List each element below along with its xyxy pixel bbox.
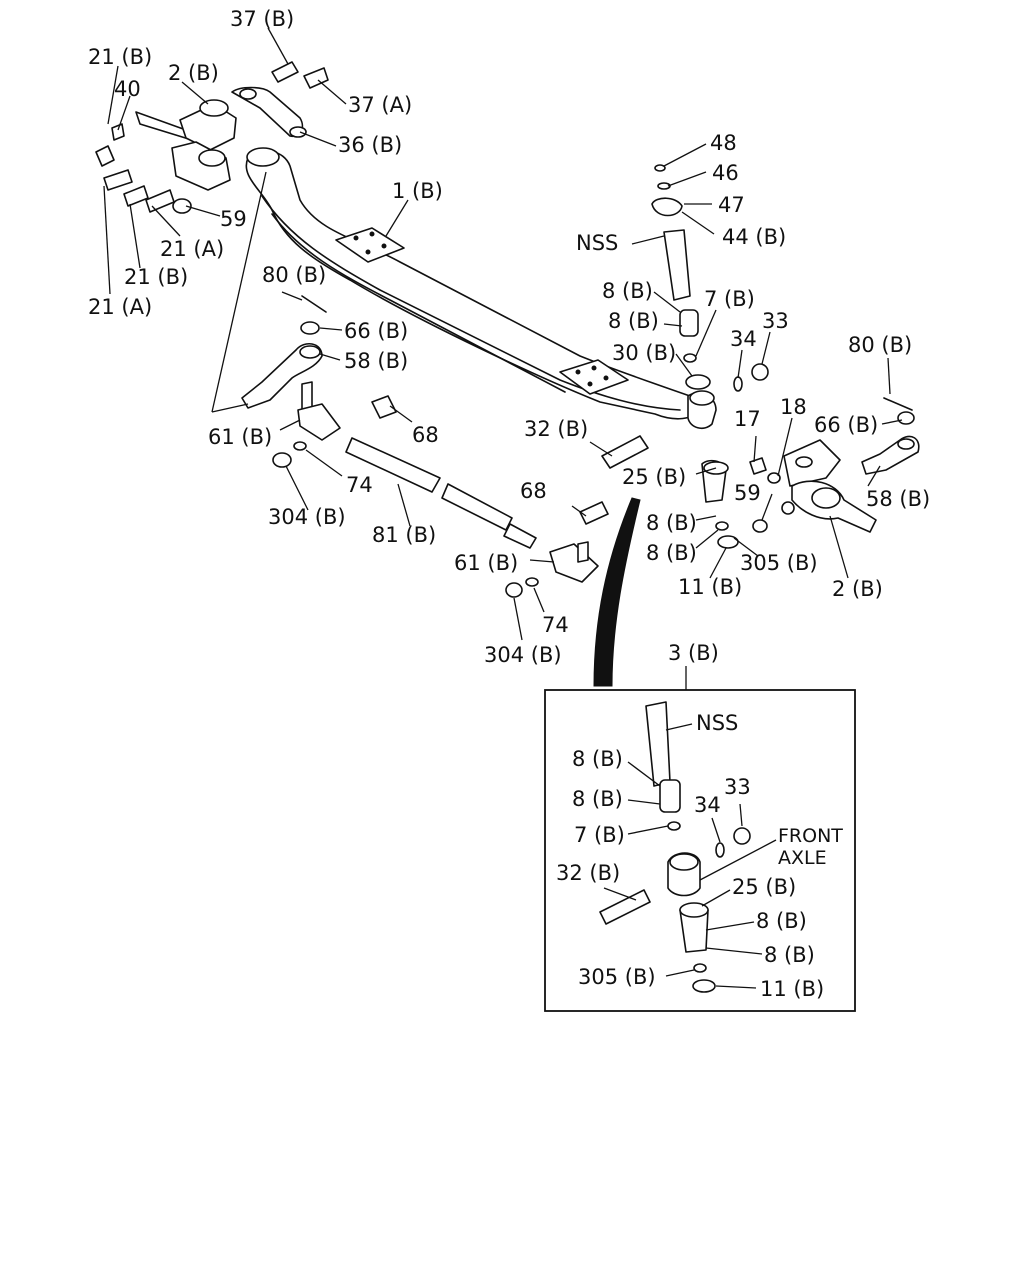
right-tie-rod-end [505,501,609,598]
callout-36b: 36 (B) [338,133,402,157]
callout-305b: 305 (B) [740,551,818,575]
inset-callout-8b-2: 8 (B) [572,787,623,811]
tie-rod [345,437,537,549]
inset-callout-305b: 305 (B) [578,965,656,989]
right-steering-knuckle [749,439,877,533]
inset-callout-8b-4: 8 (B) [764,943,815,967]
callout-1b: 1 (B) [392,179,443,203]
inset-labels: 3 (B) NSS 8 (B) 8 (B) 34 33 7 (B) FRONT … [556,641,843,1001]
callout-8b-b: 8 (B) [608,309,659,333]
callout-8b-c: 8 (B) [646,511,697,535]
inset-callout-7b: 7 (B) [574,823,625,847]
callout-48: 48 [710,131,737,155]
callout-59-top: 59 [220,207,247,231]
inset-front-label: FRONT [778,825,843,847]
callout-44b: 44 (B) [722,225,786,249]
inset-callout-32b: 32 (B) [556,861,620,885]
callout-304b-right: 304 (B) [484,643,562,667]
callout-58b-right: 58 (B) [866,487,930,511]
callout-37b: 37 (B) [230,7,294,31]
callout-34: 34 [730,327,757,351]
callout-66b-right: 66 (B) [814,413,878,437]
callout-59-right: 59 [734,481,761,505]
callout-80b-left: 80 (B) [262,263,326,287]
callout-30b: 30 (B) [612,341,676,365]
callout-2b-right: 2 (B) [832,577,883,601]
inset-callout-11b: 11 (B) [760,977,824,1001]
callout-7b: 7 (B) [704,287,755,311]
callout-18: 18 [780,395,807,419]
inset-callout-25b: 25 (B) [732,875,796,899]
inset-callout-34: 34 [694,793,721,817]
callout-80b-right: 80 (B) [848,333,912,357]
inset-title: 3 (B) [668,641,719,665]
callout-11b: 11 (B) [678,575,742,599]
inset-artwork [599,701,751,993]
callout-17: 17 [734,407,761,431]
callout-46: 46 [712,161,739,185]
callout-labels: 37 (B) 21 (B) 40 2 (B) 37 (A) 36 (B) 1 (… [88,7,930,667]
inset-axle-label: AXLE [778,847,827,869]
callout-21b-mid: 21 (B) [124,265,188,289]
right-knuckle-arm [861,397,920,475]
callout-74-right: 74 [542,613,569,637]
callout-304b-left: 304 (B) [268,505,346,529]
callout-47: 47 [718,193,745,217]
callout-8b-d: 8 (B) [646,541,697,565]
callout-61b-right: 61 (B) [454,551,518,575]
inset-frame [544,689,856,1012]
left-tie-rod-end [241,295,397,468]
callout-68-left: 68 [412,423,439,447]
callout-37a: 37 (A) [348,93,412,117]
parts-artwork [95,61,920,993]
inset-callout-8b-1: 8 (B) [572,747,623,771]
callout-8b-a: 8 (B) [602,279,653,303]
axle-beam [245,147,717,430]
callout-58b-left: 58 (B) [344,349,408,373]
inset-callout-8b-3: 8 (B) [756,909,807,933]
callout-68-right: 68 [520,479,547,503]
callout-nss: NSS [576,231,618,255]
callout-21a-mid: 21 (A) [160,237,224,261]
callout-21a-low: 21 (A) [88,295,152,319]
callout-21b-top: 21 (B) [88,45,152,69]
callout-66b-left: 66 (B) [344,319,408,343]
inset-callout-33: 33 [724,775,751,799]
callout-81b: 81 (B) [372,523,436,547]
callout-61b-left: 61 (B) [208,425,272,449]
callout-2b-top: 2 (B) [168,61,219,85]
inset-nss: NSS [696,711,738,735]
king-pin-assembly [601,164,769,549]
callout-74-left: 74 [346,473,373,497]
callout-32b: 32 (B) [524,417,588,441]
callout-25b: 25 (B) [622,465,686,489]
callout-40: 40 [114,77,141,101]
left-steering-knuckle [95,61,329,214]
leader-lines [103,27,903,989]
callout-33: 33 [762,309,789,333]
